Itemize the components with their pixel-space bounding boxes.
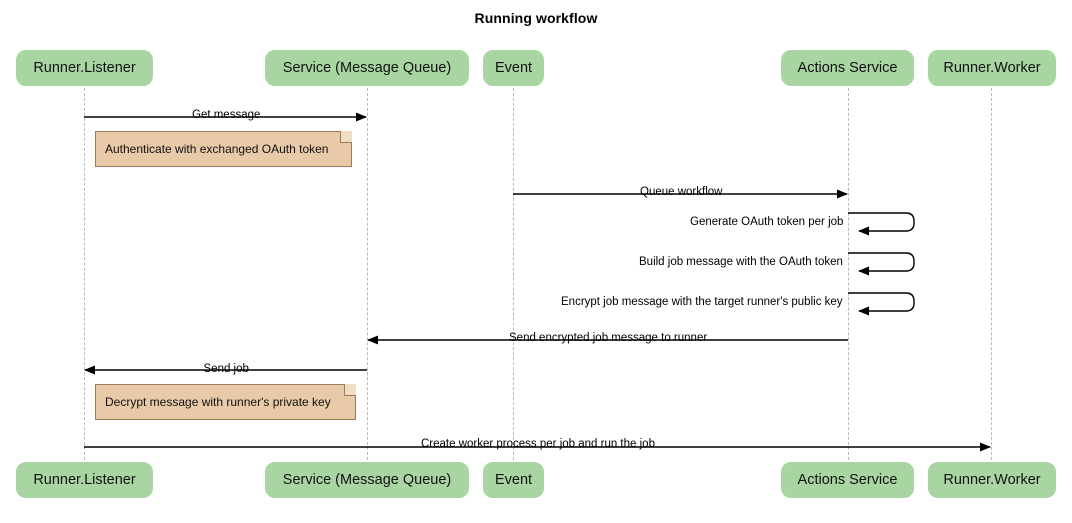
participant-label: Service (Message Queue): [282, 472, 452, 488]
participant-service-message-queue-top[interactable]: Service (Message Queue): [265, 50, 469, 86]
note-authenticate-with-exchanged-oauth-token: Authenticate with exchanged OAuth token: [95, 131, 352, 167]
message-label-create-worker-process-per-job-and-run-the-job: Create worker process per job and run th…: [421, 438, 655, 450]
self-message-generate-oauth-token-per-job: [848, 212, 915, 236]
participant-label: Event: [494, 60, 533, 76]
note-fold-corner-icon: [344, 384, 356, 396]
message-label-send-job: Send job: [203, 363, 249, 375]
participant-actions-service-top[interactable]: Actions Service: [781, 50, 914, 86]
self-message-build-job-message-with-the-oauth-token: [848, 252, 915, 276]
lifeline-runner-worker: [991, 88, 992, 460]
participant-label: Runner.Worker: [943, 60, 1041, 76]
note-decrypt-message-with-runners-private-key: Decrypt message with runner's private ke…: [95, 384, 356, 420]
participant-label: Actions Service: [797, 60, 898, 76]
lifeline-event: [513, 88, 514, 460]
participant-service-message-queue-bottom[interactable]: Service (Message Queue): [265, 462, 469, 498]
self-message-encrypt-job-message-with-the-target-runners-public-key: [848, 292, 915, 316]
note-label: Authenticate with exchanged OAuth token: [105, 142, 329, 156]
message-label-send-encrypted-job-message-to-runner: Send encrypted job message to runner: [509, 332, 708, 344]
participant-actions-service-bottom[interactable]: Actions Service: [781, 462, 914, 498]
message-label-generate-oauth-token-per-job: Generate OAuth token per job: [690, 216, 844, 228]
message-label-encrypt-job-message-with-the-target-runners-public-key: Encrypt job message with the target runn…: [561, 296, 843, 308]
participant-label: Event: [494, 472, 533, 488]
diagram-title: Running workflow: [474, 10, 598, 26]
note-fold-corner-icon: [340, 131, 352, 143]
lifeline-service-message-queue: [367, 88, 368, 460]
message-label-get-message: Get message: [192, 109, 261, 121]
participant-label: Runner.Listener: [33, 472, 136, 488]
message-label-build-job-message-with-the-oauth-token: Build job message with the OAuth token: [639, 256, 843, 268]
participant-label: Service (Message Queue): [282, 60, 452, 76]
message-label-queue-workflow: Queue workflow: [640, 186, 723, 198]
participant-event-top[interactable]: Event: [483, 50, 544, 86]
participant-event-bottom[interactable]: Event: [483, 462, 544, 498]
participant-label: Runner.Listener: [33, 60, 136, 76]
participant-runner-listener-top[interactable]: Runner.Listener: [16, 50, 153, 86]
participant-runner-worker-bottom[interactable]: Runner.Worker: [928, 462, 1056, 498]
lifeline-actions-service: [848, 88, 849, 460]
participant-label: Runner.Worker: [943, 472, 1041, 488]
participant-runner-worker-top[interactable]: Runner.Worker: [928, 50, 1056, 86]
lifeline-runner-listener: [84, 88, 85, 460]
participant-label: Actions Service: [797, 472, 898, 488]
participant-runner-listener-bottom[interactable]: Runner.Listener: [16, 462, 153, 498]
note-label: Decrypt message with runner's private ke…: [105, 395, 331, 409]
